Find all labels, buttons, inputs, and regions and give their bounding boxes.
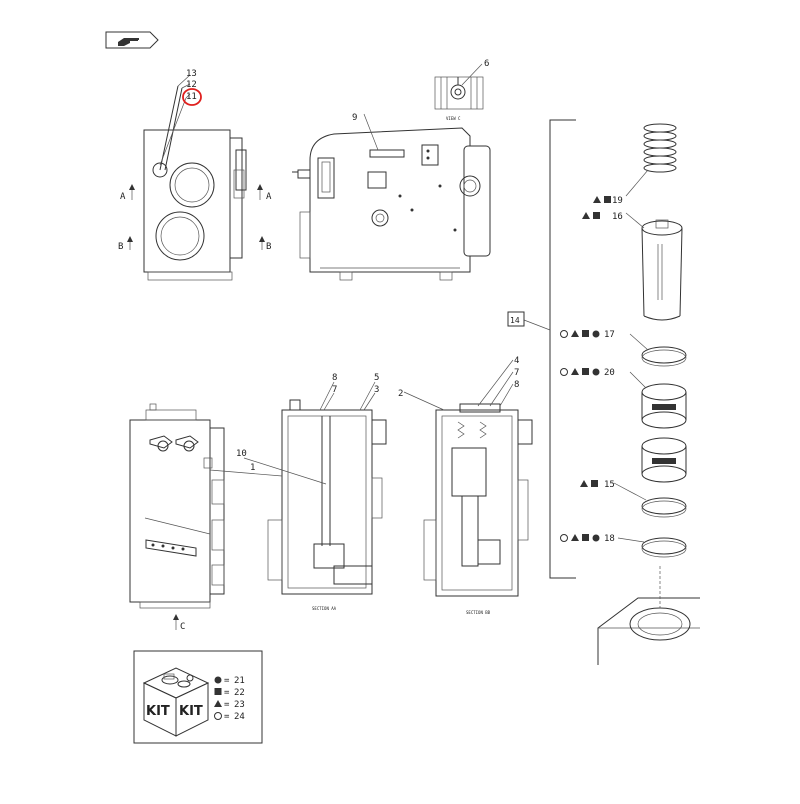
legend-eq-21: =	[224, 676, 230, 686]
legend-row-24	[214, 712, 222, 720]
legend-symbol-triangle-filled	[214, 700, 222, 707]
section-mark-c: C	[180, 622, 185, 632]
callout-1: 1	[250, 463, 255, 473]
callout-20: 20	[604, 368, 615, 378]
seal-part-a	[641, 383, 687, 429]
legend-eq-23: =	[224, 700, 230, 710]
callout-12: 12	[186, 80, 197, 90]
section-bb-view	[403, 359, 533, 597]
callout-18: 18	[604, 534, 615, 544]
section-aa-label: SECTION AA	[312, 606, 337, 611]
seal-part-b	[641, 437, 687, 483]
callout-2: 2	[398, 389, 403, 399]
callout-17: 17	[604, 330, 615, 340]
section-aa-view	[209, 381, 387, 595]
legend-ref-24: 24	[234, 712, 245, 722]
ring-18	[641, 537, 687, 555]
section-mark-b-left: B	[118, 242, 123, 252]
piston-part	[641, 219, 683, 321]
symbols-15	[580, 480, 598, 487]
front-view-top-left	[127, 74, 265, 281]
legend-ref-23: 23	[234, 700, 245, 710]
highlight-circle	[182, 88, 202, 106]
symbols-16	[582, 212, 600, 219]
callout-5: 5	[374, 373, 379, 383]
ring-15	[641, 497, 687, 515]
symbols-17	[560, 330, 600, 338]
section-bb-label: SECTION BB	[466, 610, 491, 615]
legend-row-23	[214, 700, 222, 707]
callout-7a: 7	[332, 385, 337, 395]
callout-8: 8	[332, 373, 337, 383]
callout-10: 10	[236, 449, 247, 459]
callout-11: 11	[186, 92, 197, 102]
callout-9: 9	[352, 113, 357, 123]
callout-15: 15	[604, 480, 615, 490]
side-view-top-right	[292, 113, 491, 281]
spring-part	[643, 123, 677, 173]
callout-19: 19	[612, 196, 623, 206]
hand-pointer-icon	[118, 38, 139, 46]
legend-symbol-circle-filled	[214, 676, 222, 684]
front-view-bottom-left	[129, 403, 225, 630]
legend-row-22	[214, 688, 222, 695]
callout-7b: 7	[514, 368, 519, 378]
nav-button[interactable]	[105, 31, 159, 49]
legend-eq-22: =	[224, 688, 230, 698]
exploded-parts-column	[507, 119, 700, 665]
symbols-19	[593, 196, 611, 203]
symbols-18	[560, 534, 600, 542]
callout-16: 16	[612, 212, 623, 222]
legend-ref-22: 22	[234, 688, 245, 698]
section-mark-b-right: B	[266, 242, 271, 252]
callout-8b: 8	[514, 380, 519, 390]
ring-17	[641, 346, 687, 364]
section-mark-a-left: A	[120, 192, 126, 202]
legend-symbol-circle-open	[214, 712, 222, 720]
view-c-label: VIEW C	[446, 116, 461, 121]
kit-legend-box	[133, 650, 263, 744]
callout-3: 3	[374, 385, 379, 395]
legend-row-21	[214, 676, 222, 684]
callout-14: 14	[510, 316, 520, 325]
legend-ref-21: 21	[234, 676, 245, 686]
callout-4: 4	[514, 356, 519, 366]
kit-label-right: KIT	[179, 704, 203, 719]
view-c-detail	[434, 63, 484, 110]
callout-13: 13	[186, 69, 197, 79]
legend-symbol-square-filled	[214, 688, 222, 695]
section-mark-a-right: A	[266, 192, 272, 202]
callout-6: 6	[484, 59, 489, 69]
symbols-20	[560, 368, 600, 376]
legend-eq-24: =	[224, 712, 230, 722]
kit-label-left: KIT	[146, 704, 170, 719]
